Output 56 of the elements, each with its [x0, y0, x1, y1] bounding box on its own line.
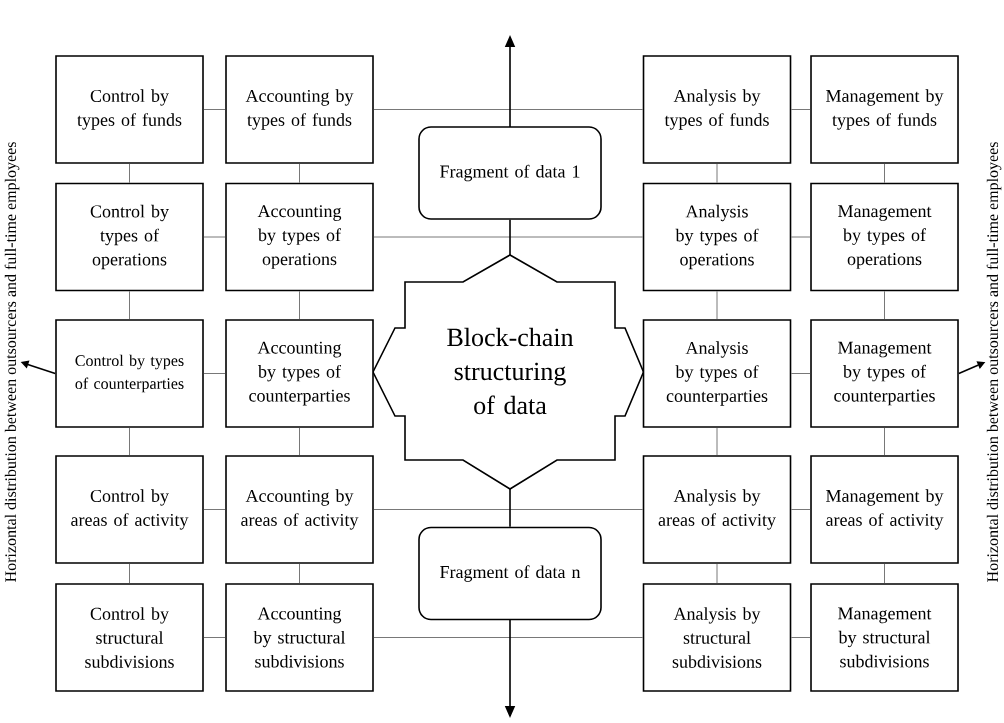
connector — [299, 163, 300, 184]
connector — [790, 109, 811, 110]
connector — [203, 373, 226, 374]
process-box: Accounting by types of operations — [225, 182, 374, 292]
connector — [203, 236, 226, 238]
connector — [790, 637, 811, 638]
connector — [373, 509, 644, 510]
process-box: Management by types of counterparties — [810, 319, 959, 428]
connector — [299, 290, 300, 320]
connector — [790, 373, 811, 374]
process-box: Accounting by types of funds — [225, 55, 374, 164]
connector — [716, 563, 718, 584]
connector — [129, 563, 130, 584]
connector — [790, 509, 811, 510]
process-box: Analysis by types of funds — [642, 55, 792, 164]
connector — [884, 563, 885, 584]
connector — [203, 109, 226, 110]
connector — [716, 163, 718, 184]
process-box: Control by structural subdivisions — [55, 583, 204, 692]
side-label: Horizontal distribution between outsourcers and full-time employees — [986, 142, 1002, 582]
process-box: Control by types of operations — [55, 182, 204, 292]
connector — [203, 637, 226, 638]
process-box: Analysis by types of counterparties — [642, 319, 792, 428]
connector — [884, 427, 885, 456]
process-box: Accounting by areas of activity — [225, 455, 374, 564]
data-fragment-box: Fragment of data 1 — [418, 126, 602, 220]
process-box: Management by types of operations — [810, 182, 959, 292]
connector — [716, 290, 718, 320]
process-box: Management by areas of activity — [810, 455, 959, 564]
connector — [884, 290, 885, 320]
data-fragment-box: Fragment of data n — [418, 526, 602, 621]
process-box: Control by types of funds — [55, 55, 204, 164]
connector — [790, 236, 811, 238]
process-box: Management by types of funds — [810, 55, 959, 164]
connector — [203, 509, 226, 510]
connector — [299, 563, 300, 584]
connector — [509, 488, 511, 528]
connector — [129, 427, 130, 456]
process-box: Accounting by types of counterparties — [225, 319, 374, 428]
process-box: Control by types of counterparties — [55, 319, 204, 428]
process-box: Management by structural subdivisions — [810, 583, 959, 692]
process-box: Accounting by structural subdivisions — [225, 583, 374, 692]
connector — [373, 236, 644, 238]
process-box: Analysis by types of operations — [642, 182, 792, 292]
process-box: Control by areas of activity — [55, 455, 204, 564]
connector — [373, 109, 644, 110]
connector — [716, 427, 718, 456]
side-label: Horizontal distribution between outsourcers and full-time employees — [4, 142, 20, 582]
connector — [509, 219, 511, 256]
connector — [299, 427, 300, 456]
process-box: Analysis by structural subdivisions — [642, 583, 792, 692]
connector — [884, 163, 885, 184]
process-box: Analysis by areas of activity — [642, 455, 792, 564]
connector — [129, 163, 130, 184]
connector — [373, 637, 644, 638]
connector — [129, 290, 130, 320]
